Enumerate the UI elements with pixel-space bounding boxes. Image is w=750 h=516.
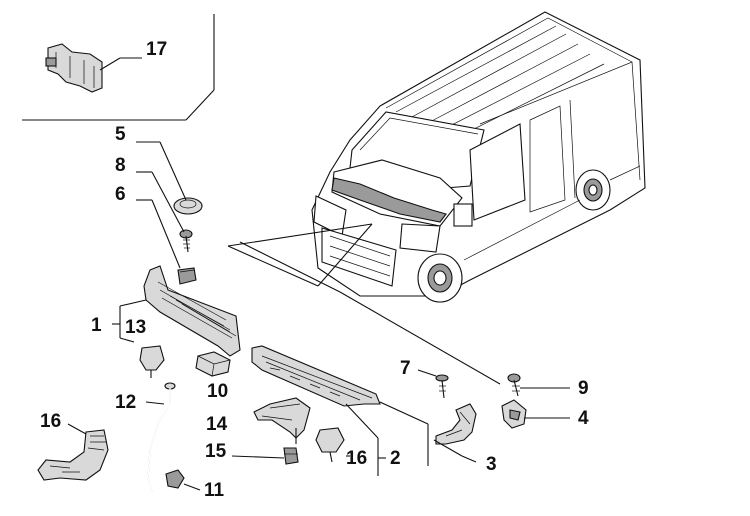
label-15: 15 — [205, 441, 227, 462]
label-11: 11 — [204, 480, 225, 501]
part-9-screw-icon — [507, 373, 570, 397]
part-17-bracket-icon — [45, 43, 142, 93]
label-1-bracket — [112, 299, 147, 343]
part-5-grommet-icon — [136, 141, 203, 215]
callout-labels: 1 2 3 4 5 6 7 8 9 10 11 12 13 14 15 16 1… — [40, 39, 589, 501]
label-5: 5 — [115, 124, 126, 145]
label-12: 12 — [115, 392, 136, 413]
label-17: 17 — [146, 39, 167, 60]
part-4-clip-icon — [501, 399, 570, 429]
part-15-screw-icon — [231, 447, 299, 465]
part-7-screw-icon — [417, 369, 449, 399]
part-12-hose-icon — [145, 382, 176, 493]
part-13-clip-icon — [139, 345, 165, 378]
part-6-clip-icon — [136, 199, 197, 285]
part-3-bracket-icon — [427, 403, 477, 466]
label-13: 13 — [125, 317, 146, 338]
part-16-clip-icon — [315, 427, 345, 463]
label-2: 2 — [390, 448, 401, 469]
part-8-screw-icon — [136, 171, 193, 253]
label-14: 14 — [206, 414, 228, 435]
part-16-hose-icon — [37, 423, 109, 481]
label-1: 1 — [91, 315, 102, 336]
label-6: 6 — [115, 184, 126, 205]
label-16-center: 16 — [346, 448, 367, 469]
label-7: 7 — [400, 358, 411, 379]
van-callout-lines — [227, 223, 501, 385]
label-4: 4 — [578, 408, 589, 429]
part-1-cowl-panel-icon — [143, 265, 241, 357]
label-3: 3 — [486, 454, 497, 475]
label-9: 9 — [578, 378, 589, 399]
part-14-bracket-icon — [253, 397, 311, 444]
part-11-clip-icon — [165, 469, 201, 491]
label-16-left: 16 — [40, 411, 61, 432]
part-10-pad-icon — [195, 351, 231, 377]
part-2-cowl-panel-icon — [251, 345, 429, 425]
van-illustration-icon — [311, 11, 646, 303]
label-2-bracket — [345, 403, 386, 476]
label-10: 10 — [207, 381, 228, 402]
inset-frame — [22, 14, 215, 121]
label-8: 8 — [115, 155, 126, 176]
